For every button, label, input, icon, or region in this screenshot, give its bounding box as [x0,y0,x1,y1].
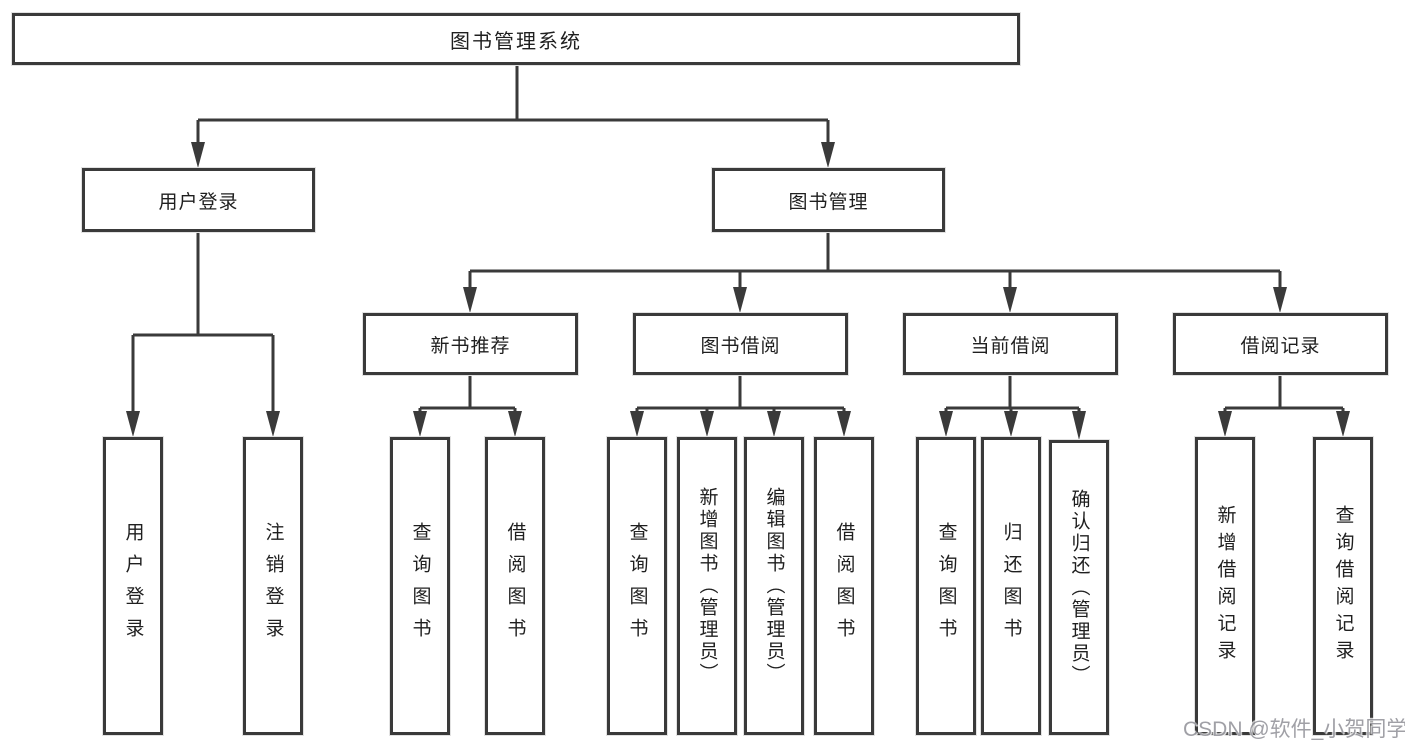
leaf-label: 新增图书（管理员） [696,487,718,685]
node-book-management: 图书管理 [712,168,945,232]
leaf-query-books: 查询图书 [916,437,976,735]
node-label: 新书推荐 [430,335,511,357]
csdn-watermark: CSDN @软件_小贺同学 [1183,718,1405,741]
leaf-label: 确认归还（管理员） [1068,488,1090,687]
leaf-user-login: 用户登录 [103,437,163,735]
node-root-library-system: 图书管理系统 [12,13,1020,65]
leaf-label: 新增借阅记录 [1214,505,1236,667]
leaf-query-borrow-record: 查询借阅记录 [1313,437,1373,735]
leaf-borrow-books: 借阅图书 [814,437,874,735]
leaf-borrow-books: 借阅图书 [485,437,545,735]
leaf-return-books: 归还图书 [981,437,1041,735]
node-label: 当前借阅 [970,335,1051,357]
leaf-add-books-admin: 新增图书（管理员） [677,437,737,735]
node-borrow-record: 借阅记录 [1173,313,1388,375]
leaf-label: 编辑图书（管理员） [763,487,785,685]
leaf-label: 注销登录 [262,522,284,650]
leaf-logout: 注销登录 [243,437,303,735]
leaf-label: 归还图书 [1000,522,1022,650]
leaf-label: 查询图书 [935,522,957,650]
leaf-label: 查询图书 [409,522,431,650]
node-label: 图书管理系统 [450,30,582,53]
leaf-label: 借阅图书 [504,522,526,650]
leaf-label: 查询借阅记录 [1332,505,1354,667]
leaf-label: 借阅图书 [833,522,855,650]
node-label: 借阅记录 [1240,335,1321,357]
leaf-label: 查询图书 [626,522,648,650]
node-new-book-recommend: 新书推荐 [363,313,578,375]
node-label: 用户登录 [158,191,239,213]
leaf-label: 用户登录 [122,522,144,650]
node-book-borrow: 图书借阅 [633,313,848,375]
leaf-add-borrow-record: 新增借阅记录 [1195,437,1255,735]
node-label: 图书管理 [788,191,869,213]
leaf-query-books: 查询图书 [607,437,667,735]
node-user-login: 用户登录 [82,168,315,232]
node-current-borrow: 当前借阅 [903,313,1118,375]
leaf-confirm-return-admin: 确认归还（管理员） [1049,440,1109,735]
node-label: 图书借阅 [700,335,781,357]
leaf-query-books: 查询图书 [390,437,450,735]
leaf-edit-books-admin: 编辑图书（管理员） [744,437,804,735]
